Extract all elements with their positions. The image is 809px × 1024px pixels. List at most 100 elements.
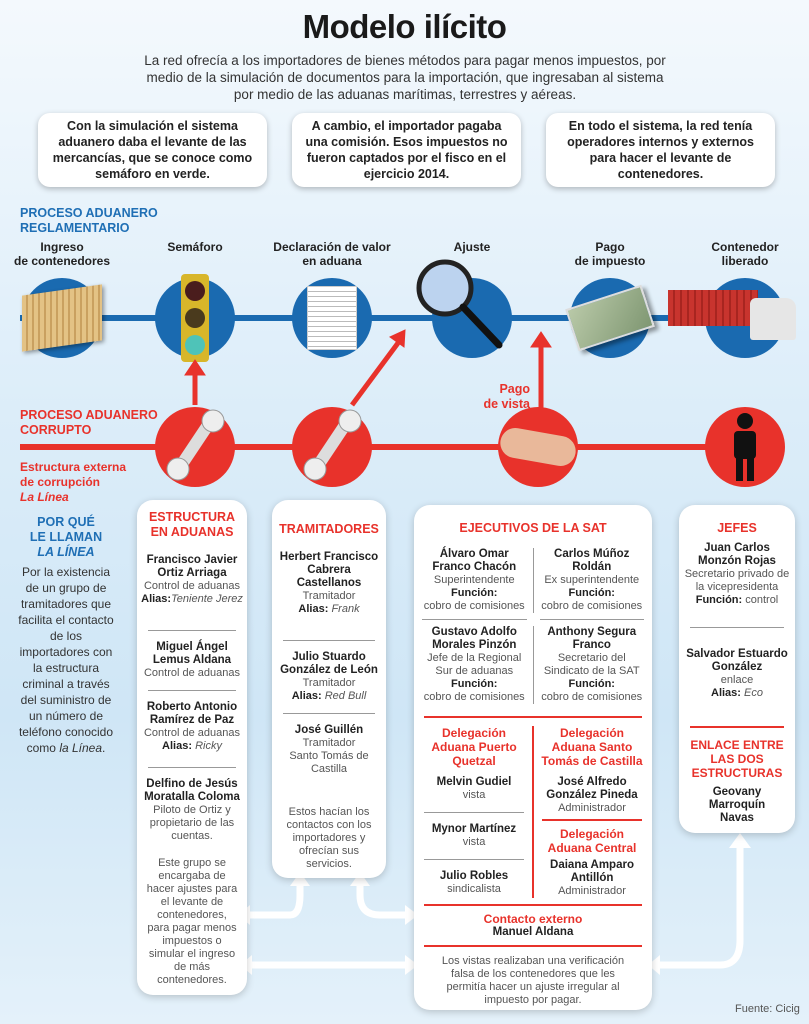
divider: [424, 859, 524, 860]
t: Ajuste: [453, 240, 491, 254]
t: Contenedor: [711, 240, 779, 254]
container-step: [22, 278, 102, 358]
person-name: Herbert Francisco Cabrera Castellanos: [279, 551, 379, 589]
alias-label: Alias:: [162, 740, 192, 752]
phone-step-2: [292, 407, 372, 487]
func: control: [745, 594, 779, 606]
v-divider: [532, 726, 534, 898]
t: Pago: [499, 382, 530, 396]
intro-text: La red ofrecía a los importadores de bie…: [144, 53, 666, 102]
why-text: Por la existencia de un grupo de tramita…: [18, 565, 114, 755]
panel-note: Este grupo se encargaba de hacer ajustes…: [146, 857, 238, 986]
panel-sat: EJECUTIVOS DE LA SAT Álvaro Omar Franco …: [414, 505, 652, 1010]
divider: [690, 627, 784, 628]
phone-icon: [166, 409, 225, 481]
phone-icon: [303, 409, 362, 481]
truck-container-icon: [668, 290, 758, 326]
panel-title: ESTRUCTURA: [148, 510, 236, 524]
alias-label: Alias:: [291, 690, 322, 702]
t: de contenedores: [13, 254, 111, 268]
alias-label: Alias:: [298, 603, 329, 615]
red-divider: [424, 904, 642, 906]
person-role: Administrador: [558, 885, 626, 897]
func: cobro de comisiones: [541, 600, 643, 612]
t: Estructura externa: [20, 460, 127, 474]
person-name: Julio Robles: [439, 870, 509, 882]
person-name: Julio Stuardo González de León: [280, 651, 378, 676]
func: cobro de comisiones: [541, 691, 643, 703]
red-divider: [542, 819, 642, 821]
alias: Eco: [744, 687, 763, 699]
panel-title: JEFES: [717, 521, 757, 535]
t: Ingreso: [40, 240, 84, 254]
divider: [539, 619, 644, 620]
why-end: .: [102, 741, 106, 755]
person-role: Control de aduanas: [143, 727, 240, 739]
alias: Teniente Jerez: [171, 593, 243, 605]
t: Semáforo: [167, 240, 223, 254]
why-em: la Línea: [59, 741, 103, 755]
person-role: Control de aduanas: [143, 580, 240, 592]
divider: [148, 767, 236, 768]
person-name: Delfino de Jesús Moratalla Coloma: [144, 778, 240, 803]
t: de corrupción: [20, 475, 101, 489]
t: Declaración de valor: [273, 240, 391, 254]
delegation-title: Delegación Aduana Puerto Quetzal: [431, 726, 517, 768]
document-icon: [307, 286, 357, 350]
person-name: Francisco Javier Ortiz Arriaga: [146, 554, 238, 579]
v-divider: [532, 548, 534, 613]
truck-cab-icon: [750, 298, 796, 340]
legit-process-line: [20, 315, 790, 321]
contact-name: Manuel Aldana: [492, 926, 574, 938]
red-divider: [690, 726, 784, 728]
why-la-linea: POR QUÉ LE LLAMAN LA LÍNEA Por la existe…: [18, 515, 114, 756]
divider: [148, 630, 236, 631]
panel-title: EN ADUANAS: [150, 525, 234, 539]
red-arrows: [184, 329, 552, 410]
ajuste-step: [416, 259, 512, 358]
person-name: Salvador Estuardo González: [686, 648, 788, 673]
person-name: José Guillén: [294, 724, 364, 736]
t: La Línea: [20, 490, 69, 504]
step-label: Semáforo: [130, 240, 260, 254]
why-heading: LE LLAMAN: [29, 530, 103, 544]
delegation-title: Delegación Aduana Santo Tomás de Castill…: [541, 726, 643, 768]
label-line: PROCESO ADUANERO: [20, 206, 158, 220]
boss-step: [705, 407, 785, 487]
func-label: Función:: [451, 587, 498, 599]
divider: [424, 812, 524, 813]
enlace-name: Geovany Marroquín Navas: [708, 786, 766, 824]
panel-note: Estos hacían los contactos con los impor…: [286, 806, 372, 870]
v-divider: [532, 626, 534, 704]
person-role: vista: [462, 836, 486, 848]
enlace-title: ENLACE ENTRE LAS DOS ESTRUCTURAS: [690, 738, 784, 780]
person-role: Tramitador: [302, 590, 356, 602]
person-role: Superintendente: [433, 574, 515, 586]
person-role: Secretario del Sindicato de la SAT: [543, 652, 640, 677]
person-role: Piloto de Ortiz y propietario de las cue…: [149, 804, 235, 842]
divider: [148, 690, 236, 691]
divider: [283, 713, 375, 714]
person-name: Roberto Antonio Ramírez de Paz: [146, 701, 238, 726]
label-line: CORRUPTO: [20, 423, 92, 437]
person-name: Daiana Amparo Antillón: [550, 859, 634, 884]
why-heading: POR QUÉ: [37, 515, 95, 529]
person-name: Anthony Segura Franco: [547, 626, 637, 651]
handshake-step: [497, 407, 579, 487]
panel-note: Los vistas realizaban una verificación f…: [441, 955, 625, 1006]
delegations: Delegación Aduana Puerto Quetzal Melvin …: [422, 726, 644, 898]
person-name: Álvaro Omar Franco Chacón: [432, 548, 517, 573]
